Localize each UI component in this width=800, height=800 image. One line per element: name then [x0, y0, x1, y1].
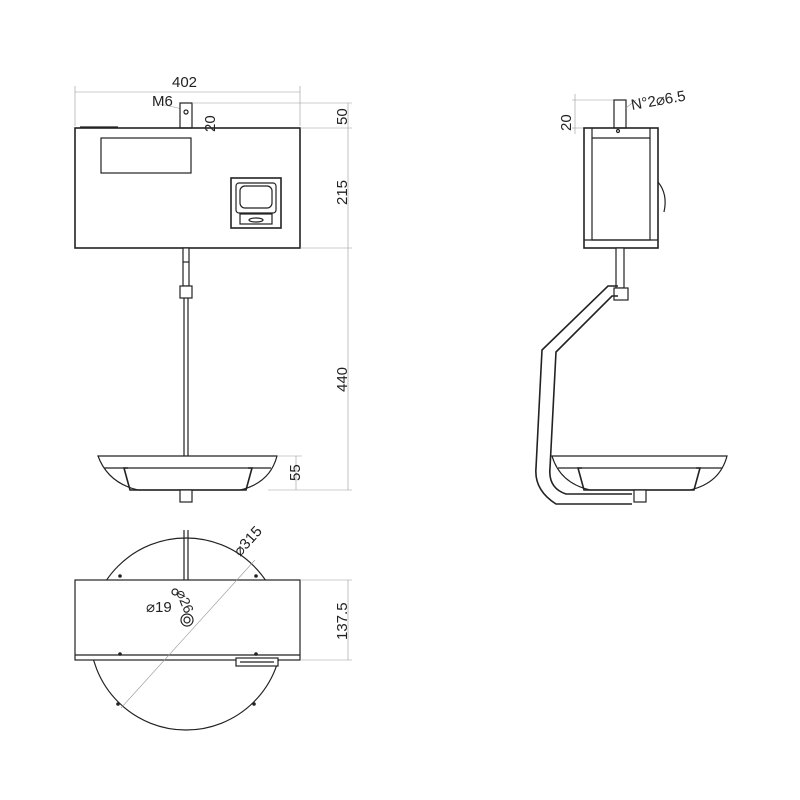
support-arm [535, 285, 632, 505]
side-view: 20 N°2⌀6.5 [535, 88, 728, 505]
rod-coupler [179, 285, 193, 299]
side-tray [551, 455, 728, 491]
side-mounting-stem [613, 99, 627, 129]
display-housing [74, 127, 301, 249]
stem-dimension: 20 [202, 115, 219, 132]
depth-dimension: 137.5 [334, 602, 351, 640]
dish-diameter-label: ⌀315 [230, 523, 265, 560]
side-rod-coupler [613, 287, 629, 301]
side-housing [583, 127, 659, 249]
bore-outer [180, 613, 194, 627]
holes-label: N°2⌀6.5 [630, 88, 687, 114]
top-view: ⌀315 ⌀26 ⌀19 137.5 [74, 523, 352, 731]
display-screen [100, 137, 192, 174]
printer-module [230, 177, 282, 229]
width-dimension: 402 [172, 74, 197, 91]
side-stem-dimension: 20 [558, 114, 575, 131]
bore-inner-label: ⌀19 [146, 599, 172, 616]
top-dimension: 50 [334, 108, 351, 125]
front-view: 402 M6 20 50 215 440 [74, 74, 352, 503]
mounting-stem [179, 102, 193, 129]
body-height-dimension: 215 [334, 180, 351, 205]
rod-length-dimension: 440 [334, 367, 351, 392]
top-housing [74, 579, 301, 661]
tray-height-dimension: 55 [287, 464, 304, 481]
thread-label: M6 [152, 93, 173, 110]
